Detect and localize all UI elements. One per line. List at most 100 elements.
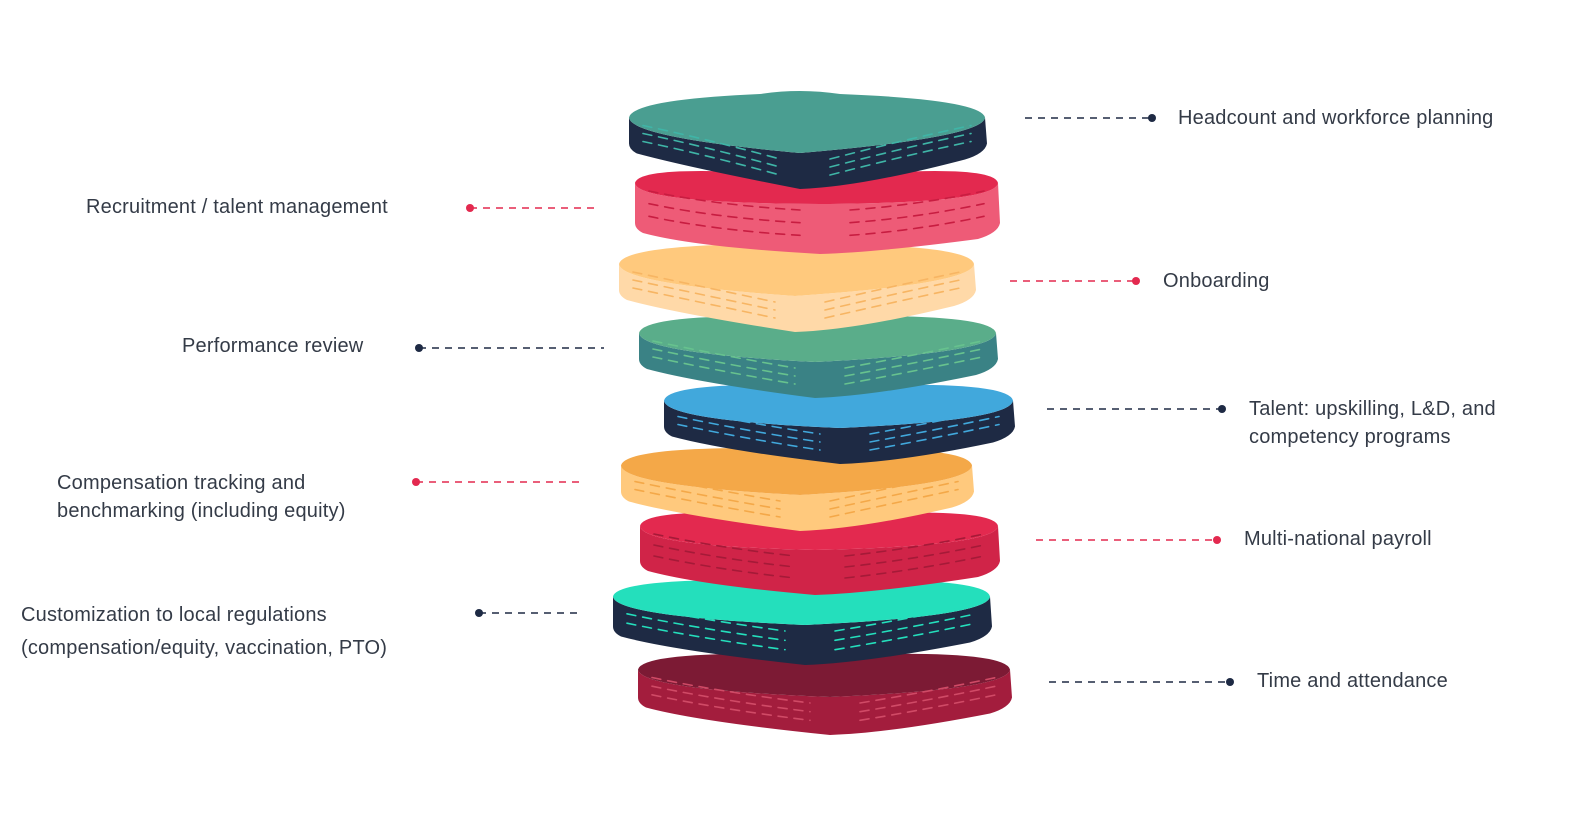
layer-customization-texture-left-2	[626, 622, 786, 651]
connector-dot-compensation	[412, 478, 420, 486]
layer-time-texture-left-2	[651, 694, 811, 722]
layer-payroll-texture-left-1	[653, 544, 796, 568]
layer-payroll-texture-left-2	[653, 555, 796, 579]
layer-compensation-texture-right-2	[829, 488, 959, 518]
connector-dot-headcount	[1148, 114, 1156, 122]
layer-payroll-texture-right-2	[844, 555, 985, 579]
connector-dot-payroll	[1213, 536, 1221, 544]
layer-compensation-texture-left-0	[634, 472, 781, 502]
layer-talent-texture-right-0	[869, 407, 1000, 435]
layer-payroll-texture-left-0	[653, 533, 796, 557]
layer-customization-texture-right-2	[834, 622, 977, 651]
label-performance: Performance review	[182, 332, 363, 360]
layer-headcount-texture-right-1	[829, 132, 972, 168]
layer-onboarding-texture-right-2	[824, 287, 961, 319]
layer-compensation-side	[621, 465, 974, 531]
label-headcount-line-1: Headcount and workforce planning	[1178, 107, 1494, 129]
layer-talent-top	[664, 382, 1013, 428]
layer-onboarding	[619, 241, 976, 332]
layer-compensation-texture-left-2	[634, 488, 781, 518]
layer-compensation-texture-right-0	[829, 472, 959, 502]
layer-time-texture-left-1	[651, 685, 811, 713]
label-recruitment-line-1: Recruitment / talent management	[86, 196, 388, 218]
layer-talent-texture-left-0	[677, 407, 821, 435]
layer-customization	[613, 577, 992, 665]
layer-performance-texture-right-2	[844, 356, 983, 385]
layer-performance-texture-left-2	[652, 356, 796, 385]
label-customization-line-1: Customization to local regulations	[21, 604, 327, 626]
layer-performance-texture-right-1	[844, 348, 983, 377]
connector-dot-customization	[475, 609, 483, 617]
connector-dot-onboarding	[1132, 277, 1140, 285]
layer-time-top	[638, 651, 1010, 697]
layer-recruitment-texture-left-1	[648, 202, 801, 224]
label-time: Time and attendance	[1257, 667, 1448, 695]
layer-performance-side	[639, 333, 998, 398]
layer-customization-top	[613, 577, 990, 625]
layer-performance	[639, 313, 998, 398]
connector-dot-time	[1226, 678, 1234, 686]
connector-dot-talent	[1218, 405, 1226, 413]
layer-payroll-texture-right-1	[844, 544, 985, 568]
connector-dot-recruitment	[466, 204, 474, 212]
layer-payroll-side	[640, 526, 1000, 595]
layer-headcount-texture-right-2	[829, 140, 972, 176]
layer-talent-texture-right-1	[869, 415, 1000, 443]
label-customization-line-2: (compensation/equity, vaccination, PTO)	[21, 637, 388, 659]
layer-onboarding-texture-right-0	[824, 271, 961, 303]
label-time-line-1: Time and attendance	[1257, 670, 1448, 692]
layer-headcount	[629, 91, 987, 189]
layer-time-texture-right-1	[859, 685, 997, 713]
layer-time-texture-right-0	[859, 676, 997, 704]
layer-time	[638, 651, 1012, 735]
layer-performance-texture-right-0	[844, 340, 983, 369]
layer-time-side	[638, 669, 1012, 735]
layer-talent-texture-left-1	[677, 415, 821, 443]
layer-customization-texture-left-0	[626, 603, 786, 632]
layer-customization-texture-right-1	[834, 613, 977, 642]
layer-onboarding-texture-left-2	[632, 287, 776, 319]
layer-time-texture-left-0	[651, 676, 811, 704]
layer-onboarding-side	[619, 264, 976, 332]
label-compensation: Compensation tracking and benchmarking (…	[57, 469, 346, 525]
layer-payroll-texture-right-0	[844, 533, 985, 557]
layer-performance-texture-left-0	[652, 340, 796, 369]
layer-recruitment-texture-right-0	[849, 190, 985, 211]
connector-dot-performance	[415, 344, 423, 352]
layer-recruitment-texture-right-1	[849, 202, 985, 224]
layer-customization-texture-right-0	[834, 603, 977, 632]
layer-recruitment-texture-left-0	[648, 190, 801, 211]
label-talent-line-1: Talent: upskilling, L&D, and	[1249, 398, 1496, 420]
layer-time-texture-right-2	[859, 694, 997, 722]
label-talent-line-2: competency programs	[1249, 426, 1451, 448]
label-headcount: Headcount and workforce planning	[1178, 104, 1494, 132]
label-talent: Talent: upskilling, L&D, and competency …	[1249, 395, 1496, 451]
layer-onboarding-top	[619, 241, 974, 296]
layer-recruitment-texture-left-2	[648, 215, 801, 237]
layer-onboarding-texture-right-1	[824, 279, 961, 311]
layer-headcount-texture-left-1	[642, 132, 781, 168]
layer-headcount-texture-left-2	[642, 140, 781, 176]
layer-talent-texture-left-2	[677, 423, 821, 451]
layer-customization-texture-left-1	[626, 613, 786, 642]
layer-headcount-texture-right-0	[829, 124, 972, 160]
layer-headcount-texture-left-0	[642, 124, 781, 160]
label-compensation-line-2: benchmarking (including equity)	[57, 500, 346, 522]
label-compensation-line-1: Compensation tracking and	[57, 472, 306, 494]
layer-onboarding-texture-left-0	[632, 271, 776, 303]
label-onboarding: Onboarding	[1163, 267, 1270, 295]
label-recruitment: Recruitment / talent management	[86, 193, 388, 221]
layer-compensation-texture-right-1	[829, 480, 959, 510]
layer-compensation-texture-left-1	[634, 480, 781, 510]
layer-performance-texture-left-1	[652, 348, 796, 377]
layer-performance-top	[639, 313, 996, 362]
layer-recruitment-side	[635, 183, 1000, 254]
layer-recruitment-texture-right-2	[849, 215, 985, 237]
layer-headcount-side	[629, 117, 987, 189]
layer-onboarding-texture-left-1	[632, 279, 776, 311]
label-onboarding-line-1: Onboarding	[1163, 270, 1270, 292]
layer-customization-side	[613, 596, 992, 665]
layer-talent	[664, 382, 1015, 464]
layer-headcount-top	[629, 91, 985, 153]
